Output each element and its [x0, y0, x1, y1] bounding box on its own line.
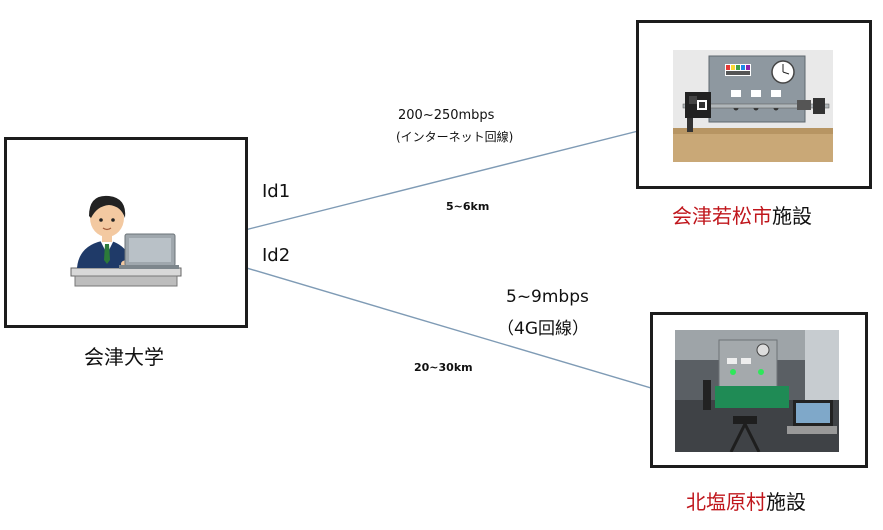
link-id2-medium: （4G回線）	[497, 319, 589, 339]
link-id1-medium: (インターネット回線)	[396, 130, 514, 144]
kitashiobara-facility-box	[650, 312, 868, 468]
link-id1-label: Id1	[262, 181, 291, 202]
link-id2-distance: 20~30km	[414, 361, 473, 374]
university-label: 会津大学	[84, 345, 164, 369]
kitashiobara-facility-label: 北塩原村施設	[686, 486, 806, 515]
arrow-id1	[212, 124, 659, 239]
aizuwakamatsu-facility-box	[636, 20, 872, 189]
link-id1-distance: 5~6km	[446, 200, 490, 213]
aizuwakamatsu-city-name: 会津若松市	[672, 204, 772, 228]
office-worker-laptop-icon	[70, 195, 182, 287]
facility-suffix: 施設	[772, 204, 812, 228]
link-id2-bandwidth: 5~9mbps	[506, 287, 589, 307]
kitashiobara-village-name: 北塩原村	[686, 490, 766, 514]
aizuwakamatsu-facility-label: 会津若松市施設	[672, 200, 812, 229]
link-id1-bandwidth: 200~250mbps	[398, 108, 495, 123]
aizu-equipment-photo-icon	[673, 50, 833, 162]
kitashiobara-equipment-photo-icon	[675, 330, 839, 452]
university-box	[4, 137, 248, 328]
link-id2-label: Id2	[262, 245, 291, 266]
arrow-id2	[212, 257, 669, 395]
facility-suffix: 施設	[766, 490, 806, 514]
